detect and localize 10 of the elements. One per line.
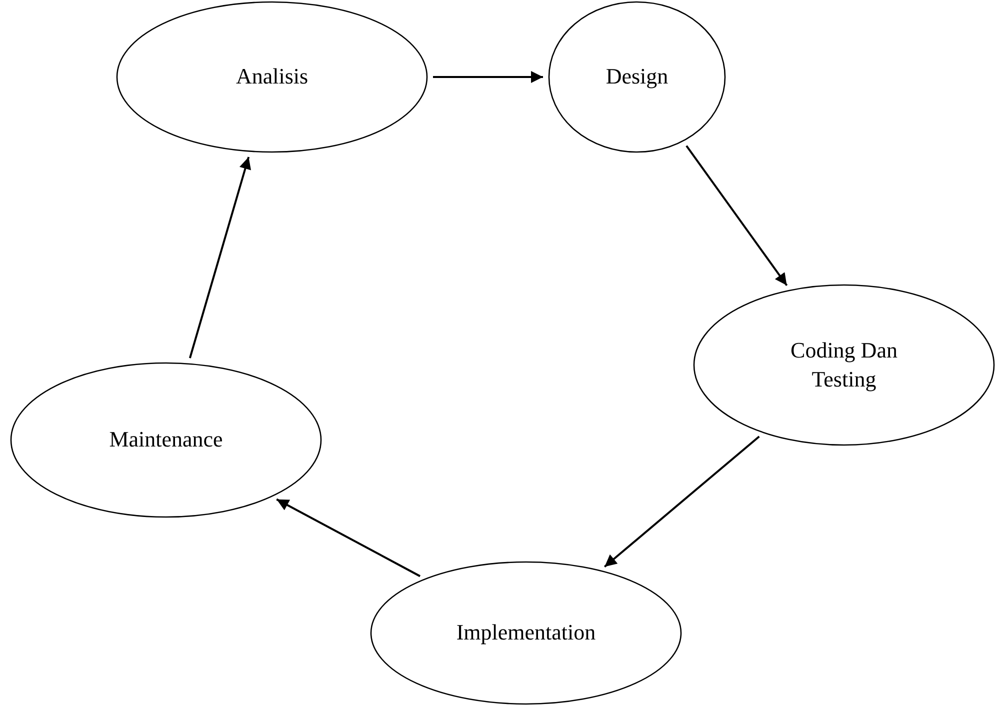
process-label: Design — [604, 62, 670, 91]
process-label: Maintenance — [108, 426, 224, 454]
arrow — [188, 156, 252, 358]
arrow — [433, 71, 543, 83]
process-label: Coding Dan Testing — [790, 336, 898, 394]
arrow — [686, 145, 788, 286]
process-label: Analisis — [234, 62, 310, 91]
process-label: Implementation — [455, 618, 597, 647]
arrow — [276, 498, 420, 578]
arrow — [604, 436, 760, 568]
